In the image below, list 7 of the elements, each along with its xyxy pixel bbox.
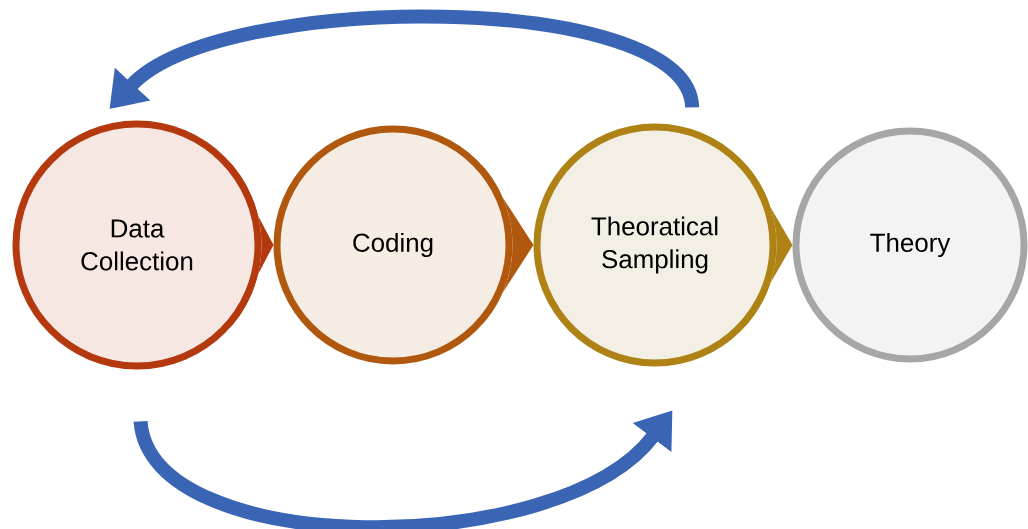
pointer-arrow: [745, 163, 793, 327]
circle-node: Coding: [273, 125, 513, 365]
pointer-arrow: [481, 165, 534, 325]
pointer-arrow: [229, 161, 274, 329]
circle-node: Theory: [792, 127, 1028, 363]
circle-node: Theoratical Sampling: [533, 123, 777, 367]
circle-node: Data Collection: [12, 120, 262, 370]
